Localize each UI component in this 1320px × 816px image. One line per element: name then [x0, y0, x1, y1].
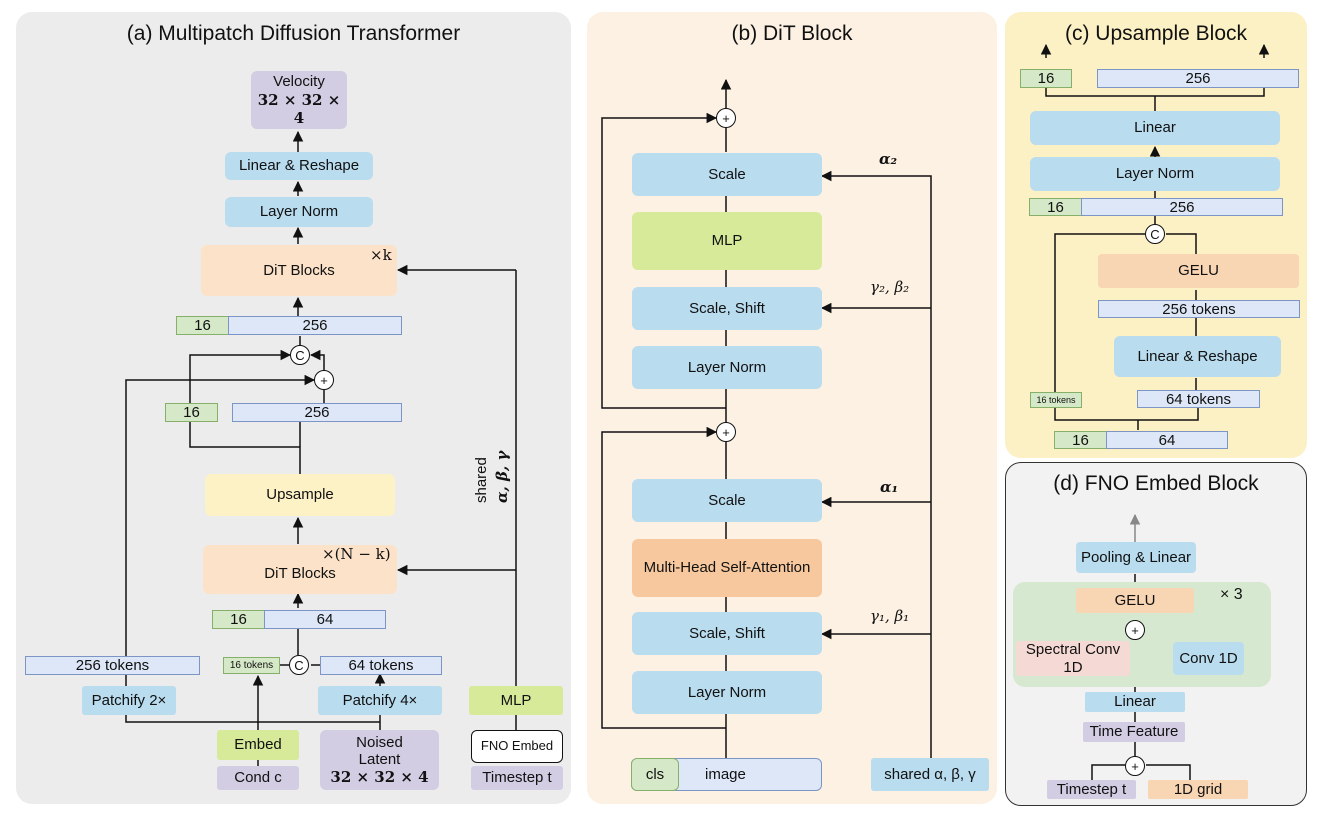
token-low-large: 64 — [264, 610, 386, 629]
mlp-block-a: MLP — [469, 686, 563, 715]
panel-b-title: (b) DiT Block — [731, 22, 853, 45]
patchify-4x-block: Patchify 4× — [318, 686, 442, 715]
conv1d-block: Conv 1D — [1173, 642, 1244, 675]
layer-norm-block: Layer Norm — [225, 197, 373, 227]
upsample-linear-reshape-block: Linear & Reshape — [1114, 336, 1281, 377]
alpha2-label: α₂ — [879, 150, 898, 168]
token-low-small: 16 — [212, 610, 265, 629]
token-mid-small: 16 — [165, 403, 218, 422]
alpha1-label: α₁ — [880, 478, 899, 496]
noised-latent-input: Noised Latent 32 × 32 × 4 — [320, 730, 439, 790]
cond-input: Cond c — [217, 766, 299, 790]
dit-blocks-top: DiT Blocks — [201, 245, 397, 296]
grid-input: 1D grid — [1148, 780, 1248, 799]
layer-norm-bottom-block: Layer Norm — [632, 671, 822, 714]
patchify-2x-block: Patchify 2× — [82, 686, 176, 715]
shared-params-box: shared α, β, γ — [871, 758, 989, 791]
upsample-mid-large: 256 — [1081, 198, 1283, 216]
tokens-64-bar: 64 tokens — [320, 656, 442, 675]
upsample-layer-norm-block: Layer Norm — [1030, 157, 1280, 191]
fno-add-bottom-icon: + — [1125, 756, 1145, 776]
image-token-label: image — [705, 766, 746, 783]
times-3-label: × 3 — [1220, 586, 1243, 603]
linear-reshape-block: Linear & Reshape — [225, 152, 373, 180]
upsample-tokens-256: 256 tokens — [1098, 300, 1300, 318]
token-top-large: 256 — [228, 316, 402, 335]
add-top-icon-b: + — [716, 108, 736, 128]
mhsa-block: Multi-Head Self-Attention — [632, 539, 822, 597]
gamma2-beta2-label: γ₂, β₂ — [870, 278, 910, 296]
scale-shift-bottom-block: Scale, Shift — [632, 612, 822, 655]
shared-params-line1: shared — [473, 457, 490, 503]
upsample-in-large: 64 — [1106, 431, 1228, 449]
velocity-dims: 32 × 32 × 4 — [257, 91, 341, 127]
fno-linear-block: Linear — [1085, 692, 1185, 712]
tokens-256-bar: 256 tokens — [25, 656, 200, 675]
scale-top-block: Scale — [632, 153, 822, 196]
spectral-conv-block: Spectral Conv 1D — [1016, 641, 1130, 676]
panel-a-title: (a) Multipatch Diffusion Transformer — [126, 22, 461, 45]
token-top-small: 16 — [176, 316, 229, 335]
fno-embed-block: FNO Embed — [471, 730, 563, 763]
scale-shift-top-block: Scale, Shift — [632, 287, 822, 330]
embed-block: Embed — [217, 730, 299, 760]
upsample-gelu-block: GELU — [1098, 254, 1299, 288]
times-n-minus-k-label: ×(N − k) — [322, 545, 391, 563]
scale-bottom-block: Scale — [632, 479, 822, 522]
upsample-tokens-64: 64 tokens — [1137, 390, 1260, 408]
upsample-block: Upsample — [205, 474, 395, 516]
dit-blocks-bottom: DiT Blocks — [203, 545, 397, 594]
mlp-block-b: MLP — [632, 212, 822, 270]
cls-token: cls — [631, 758, 679, 791]
upsample-in-small: 16 — [1054, 431, 1107, 449]
pooling-linear-block: Pooling & Linear — [1076, 542, 1196, 573]
concat-bottom-icon: C — [289, 655, 309, 675]
time-feature-block: Time Feature — [1083, 722, 1185, 742]
times-k-label: ×k — [370, 246, 392, 264]
fno-gelu-block: GELU — [1076, 588, 1194, 613]
upsample-out-small: 16 — [1020, 69, 1072, 88]
shared-params-line2: α, β, γ — [493, 450, 511, 503]
panel-c-title: (c) Upsample Block — [1064, 22, 1248, 45]
timestep-input-d: Timestep t — [1047, 780, 1136, 799]
noised-latent-dims: 32 × 32 × 4 — [330, 767, 429, 786]
velocity-output: Velocity 32 × 32 × 4 — [251, 71, 347, 129]
add-top-icon: + — [314, 370, 334, 390]
panel-d-title: (d) FNO Embed Block — [1053, 472, 1259, 495]
tokens-16-bar: 16 tokens — [223, 657, 280, 674]
upsample-mid-small: 16 — [1029, 198, 1082, 216]
timestep-input-a: Timestep t — [471, 766, 563, 790]
fno-add-top-icon: + — [1125, 620, 1145, 640]
noised-latent-label: Noised Latent — [356, 734, 403, 769]
concat-top-icon: C — [290, 345, 310, 365]
upsample-out-large: 256 — [1097, 69, 1299, 88]
layer-norm-top-block: Layer Norm — [632, 346, 822, 389]
shared-params-label: shared α, β, γ — [472, 443, 516, 503]
upsample-tokens-16: 16 tokens — [1030, 392, 1082, 408]
gamma1-beta1-label: γ₁, β₁ — [870, 607, 910, 625]
upsample-linear-block: Linear — [1030, 111, 1280, 145]
upsample-concat-icon: C — [1145, 224, 1165, 244]
add-bottom-icon-b: + — [716, 422, 736, 442]
velocity-label: Velocity — [273, 73, 325, 91]
token-mid-large: 256 — [232, 403, 402, 422]
